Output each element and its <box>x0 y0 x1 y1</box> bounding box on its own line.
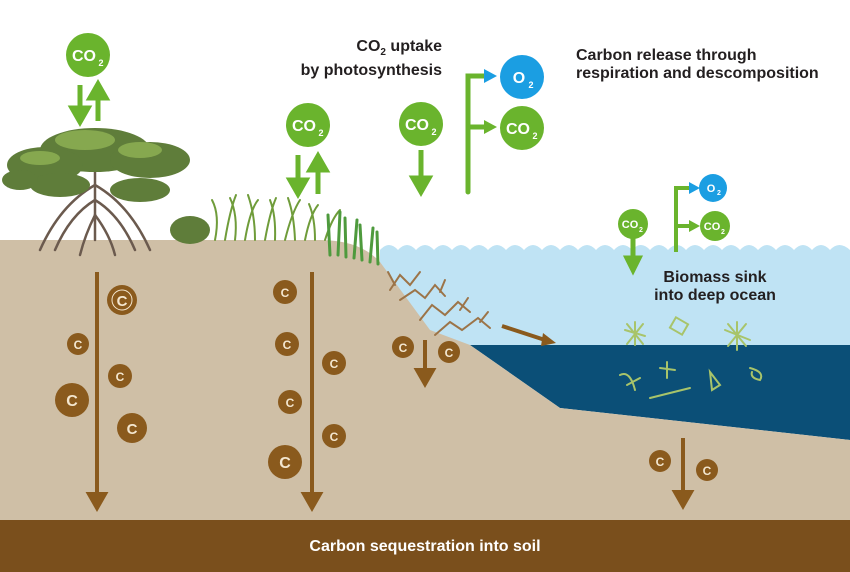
o2-molecule-release: O 2 <box>500 55 544 99</box>
co2-exchange-arrows <box>67 78 644 276</box>
svg-text:CO: CO <box>72 48 96 65</box>
svg-text:C: C <box>656 455 665 469</box>
svg-text:O: O <box>513 70 525 87</box>
co2-molecule-ocean: CO 2 <box>618 209 648 239</box>
carbon-particle: C <box>438 341 460 363</box>
carbon-particle: C <box>117 413 147 443</box>
soil-band <box>0 520 850 572</box>
svg-text:C: C <box>74 338 83 352</box>
svg-text:C: C <box>330 430 339 444</box>
svg-text:C: C <box>279 455 291 472</box>
marine-life-illustration <box>619 315 763 399</box>
coral-illustration <box>387 271 491 336</box>
svg-text:O: O <box>707 183 716 195</box>
release-bracket-large <box>465 69 497 195</box>
svg-text:C: C <box>703 464 712 478</box>
svg-text:2: 2 <box>431 127 436 137</box>
o2-molecule-ocean: O 2 <box>699 174 727 202</box>
svg-text:CO: CO <box>292 118 316 135</box>
co2-molecule-seagrass: CO 2 <box>286 103 330 147</box>
svg-text:CO: CO <box>405 117 429 134</box>
carbon-particle: C <box>278 390 302 414</box>
mangrove-tree-illustration <box>2 128 210 257</box>
carbon-particles: C C C C C C C C C C C C C C C <box>55 280 718 481</box>
release-bracket-small <box>674 182 700 252</box>
svg-text:C: C <box>399 341 408 355</box>
co2-molecule-mangrove: CO 2 <box>66 33 110 77</box>
carbon-particle: C <box>273 280 297 304</box>
svg-text:2: 2 <box>639 227 643 234</box>
svg-text:C: C <box>66 393 78 410</box>
svg-text:C: C <box>117 293 128 310</box>
carbon-particle: C <box>55 383 89 417</box>
svg-text:CO: CO <box>704 221 721 233</box>
carbon-particle: C <box>108 364 132 388</box>
shallow-water <box>380 245 850 350</box>
svg-text:C: C <box>445 346 454 360</box>
carbon-particle: C <box>649 450 671 472</box>
carbon-particle: C <box>107 285 137 315</box>
svg-text:C: C <box>116 370 125 384</box>
carbon-particle: C <box>67 333 89 355</box>
carbon-particle: C <box>322 424 346 448</box>
co2-molecule-uptake: CO 2 <box>399 102 443 146</box>
svg-text:CO: CO <box>622 219 639 231</box>
svg-text:2: 2 <box>532 131 537 141</box>
soil-sequestration-label: Carbon sequestration into soil <box>309 538 541 555</box>
export-arrow <box>501 324 556 346</box>
carbon-particle: C <box>268 445 302 479</box>
svg-text:C: C <box>283 338 292 352</box>
svg-text:2: 2 <box>318 128 323 138</box>
svg-text:CO: CO <box>506 121 530 138</box>
svg-text:C: C <box>127 421 138 438</box>
co2-uptake-label: CO2 uptake by photosynthesis <box>300 38 442 80</box>
seagrass-tall-illustration <box>326 210 380 266</box>
co2-molecule-release: CO 2 <box>500 106 544 150</box>
carbon-particle: C <box>322 351 346 375</box>
carbon-release-label: Carbon release through respiration and d… <box>576 47 819 82</box>
svg-text:C: C <box>330 357 339 371</box>
carbon-particle: C <box>696 459 718 481</box>
svg-text:2: 2 <box>98 58 103 68</box>
carbon-sink-arrows <box>85 272 695 513</box>
biomass-sink-label: Biomass sink into deep ocean <box>654 269 776 304</box>
carbon-particle: C <box>275 332 299 356</box>
svg-text:2: 2 <box>717 190 721 197</box>
svg-text:2: 2 <box>721 229 725 236</box>
svg-text:C: C <box>281 286 290 300</box>
carbon-particle: C <box>392 336 414 358</box>
co2-molecule-ocean-release: CO 2 <box>700 211 730 241</box>
svg-text:C: C <box>286 396 295 410</box>
svg-text:2: 2 <box>528 80 533 90</box>
seagrass-illustration <box>211 194 341 241</box>
